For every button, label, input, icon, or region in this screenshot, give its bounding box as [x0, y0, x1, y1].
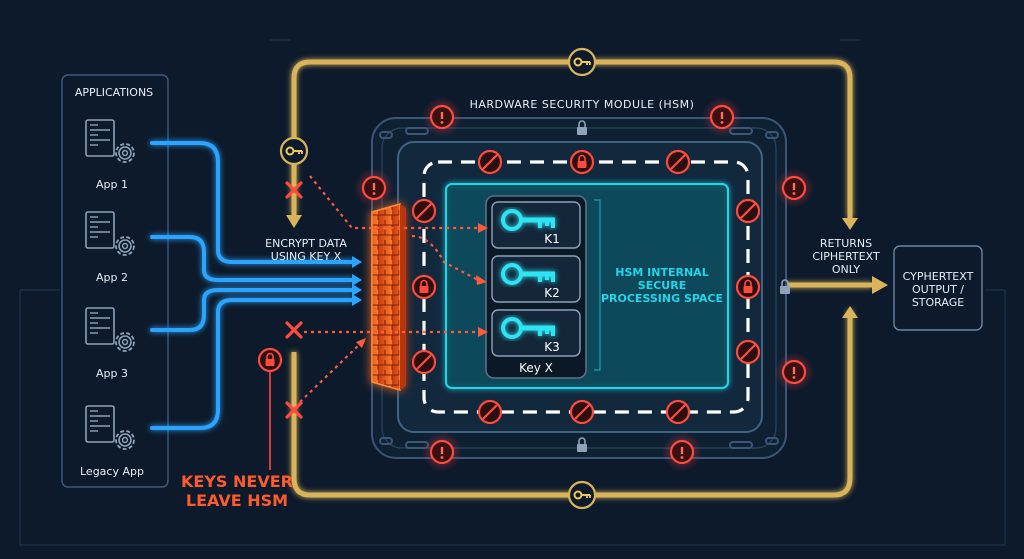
- key-slot-k3[interactable]: K3: [491, 309, 581, 357]
- internal-space-line-1: HSM INTERNAL: [615, 266, 708, 279]
- alert-icon: [420, 95, 464, 139]
- app-3-label: App 3: [96, 367, 128, 380]
- key-group-label: Key X: [519, 361, 553, 375]
- prohibited-icon: [665, 149, 691, 175]
- alert-icon: [352, 166, 396, 210]
- blocked-arrowheads: [356, 223, 488, 348]
- app-1-label: App 1: [96, 178, 128, 191]
- alert-icon: [420, 430, 464, 474]
- firewall-icon: [371, 203, 406, 391]
- prohibited-icon: [477, 149, 503, 175]
- key-slot-k2[interactable]: K2: [491, 255, 581, 303]
- prohibited-icon: [665, 399, 691, 425]
- encrypt-line-2: USING KEY X: [271, 250, 342, 263]
- key-vault: K1 K2 K3 Key X: [485, 195, 587, 379]
- app-2-label: App 2: [96, 271, 128, 284]
- key-k1-label: K1: [544, 232, 560, 246]
- app-2[interactable]: App 2: [85, 211, 135, 284]
- flow-arrowheads: [352, 256, 362, 306]
- prohibited-icon: [411, 198, 437, 224]
- lock-icon: [735, 274, 761, 300]
- server-icon: [85, 307, 115, 345]
- prohibited-icon: [411, 349, 437, 375]
- lock-icon: [569, 149, 595, 175]
- alert-icon: [772, 350, 816, 394]
- returns-line-1: RETURNS: [820, 237, 872, 250]
- server-icon: [85, 211, 115, 249]
- prohibited-icon: [735, 339, 761, 365]
- background-frame: [19, 39, 1006, 546]
- prohibited-icon: [477, 399, 503, 425]
- returns-label: RETURNS CIPHERTEXT ONLY: [812, 237, 880, 276]
- key-bracket: [594, 199, 601, 371]
- prohibited-icon: [569, 399, 595, 425]
- key-icon: [567, 480, 597, 510]
- blocked-paths: [299, 175, 479, 403]
- internal-space-line-3: PROCESSING SPACE: [601, 292, 723, 305]
- app-legacy-label: Legacy App: [80, 465, 144, 478]
- key-icon: [279, 136, 309, 166]
- app-flow-lines: [150, 141, 354, 430]
- hsm-title: HARDWARE SECURITY MODULE (HSM): [470, 98, 695, 111]
- output-line-1: CYPHERTEXT: [903, 270, 974, 283]
- app-1[interactable]: App 1: [85, 119, 135, 191]
- applications-title: APPLICATIONS: [75, 86, 153, 99]
- lock-icon: [411, 274, 437, 300]
- returns-line-2: CIPHERTEXT: [812, 250, 880, 263]
- alert-icon: [772, 166, 816, 210]
- gear-icon: [115, 236, 135, 256]
- applications-panel: APPLICATIONS App 1 App 2 App 3 Legacy Ap…: [61, 74, 169, 488]
- key-slot-k1[interactable]: K1: [491, 201, 581, 249]
- output-storage-box[interactable]: CYPHERTEXT OUTPUT / STORAGE: [893, 245, 983, 331]
- warning-line-1: KEYS NEVER: [181, 472, 293, 491]
- gear-icon: [115, 430, 135, 450]
- prohibited-icon: [735, 198, 761, 224]
- internal-space-line-2: SECURE: [638, 279, 686, 292]
- x-mark-icon: [285, 321, 303, 339]
- returns-line-3: ONLY: [832, 263, 861, 276]
- alert-icon: [700, 95, 744, 139]
- server-icon: [85, 119, 115, 157]
- gold-arrowheads: [286, 215, 888, 318]
- gear-icon: [115, 143, 135, 163]
- lock-icon: [257, 347, 283, 373]
- gear-icon: [115, 332, 135, 352]
- alert-icon: [660, 430, 704, 474]
- key-icon: [567, 47, 597, 77]
- app-3[interactable]: App 3: [85, 307, 135, 380]
- encrypt-label: ENCRYPT DATA USING KEY X: [265, 237, 347, 263]
- warning-line-2: LEAVE HSM: [186, 491, 288, 510]
- output-line-2: OUTPUT /: [912, 283, 964, 296]
- encrypt-line-1: ENCRYPT DATA: [265, 237, 347, 250]
- app-legacy[interactable]: Legacy App: [80, 405, 144, 478]
- internal-space-label: HSM INTERNAL SECURE PROCESSING SPACE: [601, 266, 723, 305]
- server-icon: [85, 405, 115, 443]
- output-line-3: STORAGE: [912, 296, 964, 309]
- key-k2-label: K2: [544, 286, 560, 300]
- keys-warning: KEYS NEVER LEAVE HSM: [181, 347, 293, 510]
- key-k3-label: K3: [544, 340, 560, 354]
